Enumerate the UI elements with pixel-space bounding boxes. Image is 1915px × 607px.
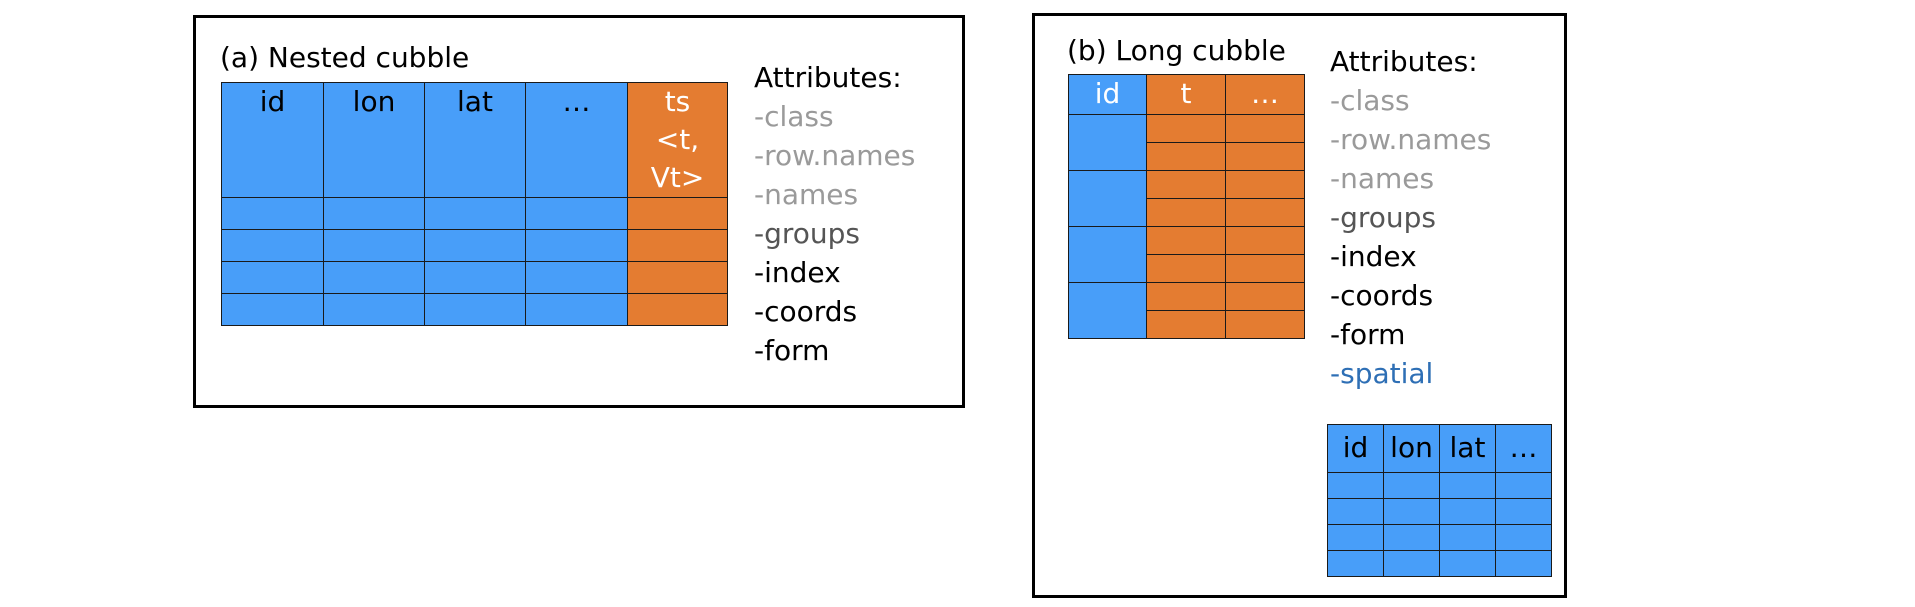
attribute-item: -row.names [754,139,916,172]
col-header-lat: lat [424,82,526,198]
col-header-lon: lon [1383,424,1440,473]
attribute-item: -class [1330,84,1410,117]
col-header-ts: ts <t, Vt> [627,82,728,198]
table-row [1068,226,1305,283]
table-row [1068,114,1305,171]
table-row [221,229,728,262]
col-header-id: id [1068,74,1147,115]
attributes-heading: Attributes: [1330,45,1478,78]
col-header-id: id [221,82,324,198]
nested-cubble-table: id lon lat … ts <t, Vt> [221,82,728,326]
table-row [1069,198,1305,227]
ts-nested-label: <t, Vt> [650,123,705,194]
attribute-item: -names [754,178,859,211]
col-header-id: id [1327,424,1384,473]
table-row [1327,498,1552,525]
table-row [1327,550,1552,577]
panel-b-attributes: Attributes: -class -row.names -names -gr… [1330,42,1491,393]
panel-b-title: (b) Long cubble [1067,34,1286,67]
panel-a-title: (a) Nested cubble [220,41,470,74]
table-row [1069,254,1305,283]
table-row [1069,310,1305,339]
table-header-row: id lon lat … [1327,424,1552,473]
table-header-row: id lon lat … ts <t, Vt> [221,82,728,198]
attribute-item: -form [1330,318,1406,351]
attribute-item: -row.names [1330,123,1492,156]
table-header-row: id t … [1068,74,1305,115]
table-row [1068,170,1305,227]
attribute-item-spatial: -spatial [1330,357,1434,390]
spatial-table: id lon lat … [1327,424,1552,577]
table-row [1327,472,1552,499]
col-header-lon: lon [323,82,425,198]
attribute-item: -coords [754,295,858,328]
table-row [1068,282,1305,339]
attribute-item: -index [754,256,841,289]
attribute-item: -coords [1330,279,1434,312]
table-row [221,261,728,294]
panel-a-attributes: Attributes: -class -row.names -names -gr… [754,58,915,370]
attribute-item: -names [1330,162,1435,195]
panel-long-cubble: (b) Long cubble id t … [1032,13,1567,598]
col-header-ellipsis: … [525,82,628,198]
panel-nested-cubble: (a) Nested cubble id lon lat … ts <t, Vt… [193,15,965,408]
col-header-lat: lat [1439,424,1496,473]
col-header-ellipsis: … [1495,424,1552,473]
col-header-ellipsis: … [1225,74,1305,115]
attribute-item: -groups [1330,201,1437,234]
table-row [221,197,728,230]
attribute-item: -groups [754,217,861,250]
table-row [221,293,728,326]
attribute-item: -index [1330,240,1417,273]
table-row [1327,524,1552,551]
long-cubble-table: id t … [1068,74,1305,339]
attribute-item: -class [754,100,834,133]
attribute-item: -form [754,334,830,367]
col-header-t: t [1146,74,1226,115]
attributes-heading: Attributes: [754,61,902,94]
